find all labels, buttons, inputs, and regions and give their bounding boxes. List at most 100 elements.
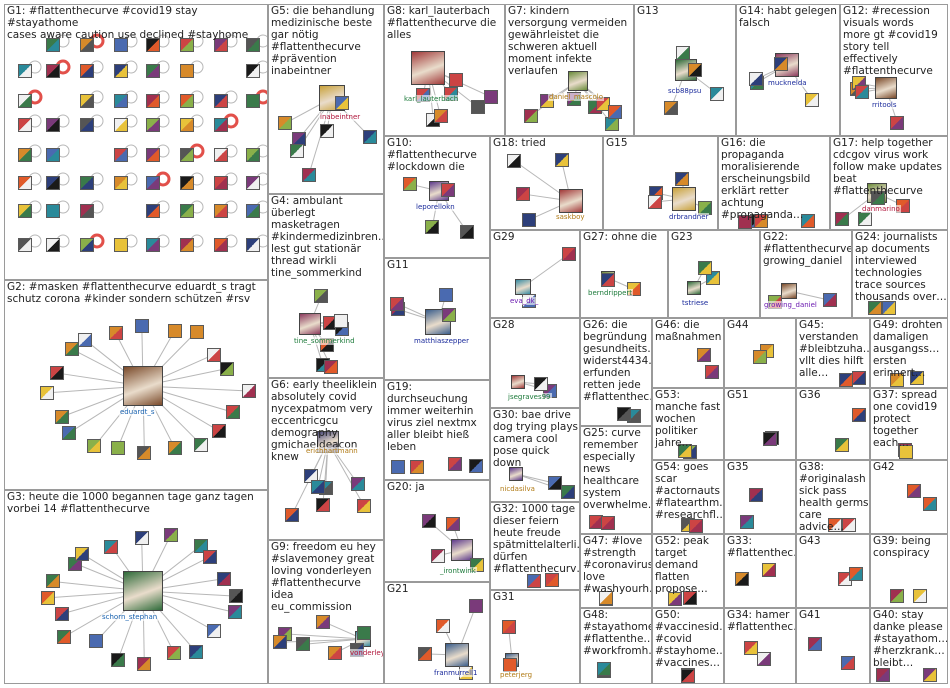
isolate-node[interactable] [180,118,194,132]
user-node[interactable] [647,195,662,210]
user-node[interactable] [64,341,79,356]
user-node[interactable] [311,479,326,494]
user-node[interactable] [698,260,713,275]
user-node[interactable] [40,590,55,605]
user-node[interactable] [356,626,371,641]
isolate-node[interactable] [246,64,260,78]
user-node[interactable] [849,567,864,582]
isolate-node[interactable] [46,204,60,218]
user-node[interactable] [899,444,914,459]
isolate-node[interactable] [214,176,228,190]
user-node[interactable] [601,273,616,288]
isolate-node[interactable] [214,118,228,132]
user-node[interactable] [418,646,432,661]
user-node[interactable] [334,95,349,110]
user-node[interactable] [193,538,208,553]
user-node[interactable] [448,457,463,472]
user-node[interactable] [876,667,891,682]
user-node[interactable] [206,347,221,362]
user-node[interactable] [890,116,905,131]
user-node[interactable] [189,324,204,339]
user-node[interactable] [40,385,55,400]
user-node[interactable] [227,605,242,620]
isolate-node[interactable] [114,148,128,162]
user-node[interactable] [842,518,857,533]
user-node[interactable] [449,73,464,88]
isolate-node[interactable] [146,176,160,190]
user-node[interactable] [468,458,483,473]
user-node[interactable] [188,644,203,659]
user-node[interactable] [217,571,232,586]
user-node[interactable] [561,247,576,262]
user-node[interactable] [515,186,530,201]
user-node[interactable] [704,365,719,380]
user-node[interactable] [554,153,569,168]
user-node[interactable] [74,546,89,561]
user-node[interactable] [137,445,152,460]
isolate-node[interactable] [214,148,228,162]
isolate-node[interactable] [246,94,260,108]
user-node[interactable] [867,301,882,316]
isolate-node[interactable] [46,64,60,78]
user-node[interactable] [882,301,897,316]
user-node[interactable] [167,323,182,338]
user-node[interactable] [163,528,178,543]
isolate-node[interactable] [146,204,160,218]
user-node[interactable] [527,574,542,589]
user-node[interactable] [441,183,456,198]
user-node[interactable] [598,591,613,606]
isolate-node[interactable] [46,238,60,252]
user-node[interactable] [56,629,71,644]
user-node[interactable] [601,516,616,531]
hub-avatar[interactable] [123,366,163,406]
user-node[interactable] [206,623,221,638]
hub-avatar[interactable] [687,281,701,295]
user-node[interactable] [501,619,516,634]
user-node[interactable] [740,514,755,529]
user-node[interactable] [683,591,698,606]
user-node[interactable] [351,476,366,491]
user-node[interactable] [753,349,768,364]
isolate-node[interactable] [180,64,194,78]
user-node[interactable] [219,361,234,376]
user-node[interactable] [431,548,446,563]
isolate-node[interactable] [18,176,32,190]
user-node[interactable] [743,640,758,655]
user-node[interactable] [391,460,406,475]
hub-avatar[interactable] [451,539,473,561]
user-node[interactable] [45,574,60,589]
user-node[interactable] [316,614,331,629]
user-node[interactable] [851,371,866,386]
user-node[interactable] [616,407,631,422]
user-node[interactable] [756,652,771,667]
user-node[interactable] [88,634,103,649]
user-node[interactable] [284,507,299,522]
hub-avatar[interactable] [123,571,163,611]
user-node[interactable] [167,441,182,456]
user-node[interactable] [301,168,316,183]
isolate-node[interactable] [18,64,32,78]
hub-avatar[interactable] [781,283,797,299]
user-node[interactable] [55,606,70,621]
user-node[interactable] [762,432,777,447]
hub-avatar[interactable] [299,313,321,335]
isolate-node[interactable] [246,204,260,218]
user-node[interactable] [211,423,226,438]
user-node[interactable] [54,409,69,424]
isolate-node[interactable] [246,176,260,190]
user-node[interactable] [675,172,690,187]
user-node[interactable] [668,591,683,606]
user-node[interactable] [521,212,536,227]
user-node[interactable] [468,599,483,614]
user-node[interactable] [410,459,425,474]
user-node[interactable] [295,637,310,652]
user-node[interactable] [194,437,209,452]
user-node[interactable] [762,563,777,578]
user-node[interactable] [890,372,905,387]
user-node[interactable] [108,326,123,341]
isolate-node[interactable] [80,118,94,132]
user-node[interactable] [734,571,749,586]
user-node[interactable] [433,108,448,123]
isolate-node[interactable] [80,238,94,252]
user-node[interactable] [167,646,182,661]
